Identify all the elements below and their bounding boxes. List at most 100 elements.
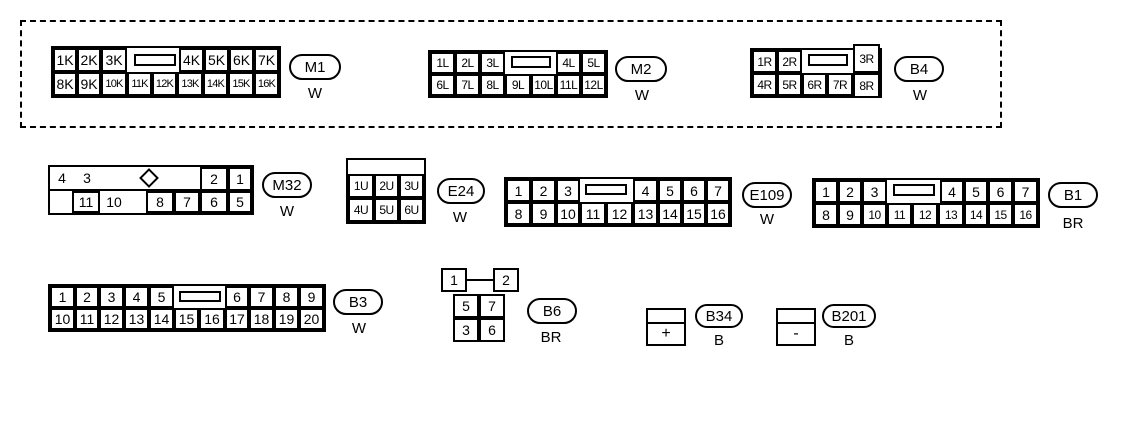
m1-pin: 2K (77, 48, 101, 72)
e24-pin: 6U (399, 198, 424, 222)
m1-pin: 11K (127, 72, 152, 96)
m1-pin: 8K (53, 72, 77, 96)
m1-wire-color: W (307, 85, 323, 102)
m32-pin: 4 (50, 167, 74, 189)
e24-housing (346, 158, 426, 224)
b3-housing (48, 284, 326, 332)
m2-pin: 1L (430, 52, 455, 74)
m1-pin: 7K (254, 48, 279, 72)
e109-pin: 2 (531, 179, 556, 202)
b34-divider (648, 322, 684, 324)
e109-pin: 6 (682, 179, 706, 202)
b6-pin: 6 (479, 318, 505, 342)
m1-pin: 3K (101, 48, 127, 72)
m2-pin: 10L (531, 74, 556, 96)
b4-pin: 5R (777, 73, 802, 96)
m1-pin: 6K (229, 48, 254, 72)
b1-pin: 13 (938, 203, 964, 226)
m2-pin: 6L (430, 74, 455, 96)
m2-pin: 7L (455, 74, 480, 96)
m32-pin: 8 (146, 191, 174, 213)
b6-pin: 5 (453, 294, 479, 318)
b3-pin: 5 (149, 286, 174, 308)
b201-housing (776, 308, 816, 346)
b3-pin: 9 (299, 286, 324, 308)
b6-pin: 2 (493, 268, 519, 292)
b201-divider (778, 322, 814, 324)
e109-pin: 7 (706, 179, 730, 202)
b6-pin: 7 (479, 294, 505, 318)
b4-pin: 8R (853, 73, 880, 98)
e109-pin: 13 (633, 202, 658, 225)
b1-pin: 14 (964, 203, 988, 226)
b201-connector-label: B201 (822, 304, 876, 328)
b3-connector-label: B3 (333, 289, 383, 315)
m32-row-divider (50, 189, 252, 191)
e24-pin: 4U (348, 198, 374, 222)
b3-pin: 14 (149, 308, 174, 330)
m1-pin: 13K (177, 72, 203, 96)
b3-pin: 17 (225, 308, 249, 330)
b4-pin: 4R (752, 73, 777, 96)
m2-pin: 4L (556, 52, 581, 74)
b1-pin: 9 (838, 203, 862, 226)
b1-pin: 4 (940, 180, 964, 203)
b3-pin: 18 (249, 308, 274, 330)
b34-wire-color: B (713, 332, 724, 349)
e109-pin: 4 (633, 179, 658, 202)
e24-pin: 5U (374, 198, 399, 222)
b3-pin: 20 (299, 308, 324, 330)
b1-lock-slot (893, 184, 935, 196)
b201-wire-color: B (843, 332, 854, 349)
e109-lock-slot (585, 184, 627, 195)
m2-pin: 8L (480, 74, 505, 96)
m1-lock-slot (134, 54, 176, 66)
m2-pin: 3L (480, 52, 505, 74)
b4-pin: 1R (752, 50, 777, 73)
m32-pin: 2 (200, 167, 228, 191)
m2-pin: 12L (581, 74, 606, 96)
m2-pin: 5L (581, 52, 606, 74)
b6-wire-color: BR (540, 329, 562, 346)
m2-lock-slot (511, 56, 551, 68)
b6-bridge-line (467, 279, 493, 281)
b1-pin: 5 (964, 180, 988, 203)
b1-pin: 7 (1013, 180, 1038, 203)
b3-pin: 11 (75, 308, 99, 330)
b3-wire-color: W (351, 320, 367, 337)
b6-pin: 3 (453, 318, 479, 342)
b3-pin: 19 (274, 308, 299, 330)
m1-pin: 4K (179, 48, 204, 72)
m1-pin: 10K (101, 72, 127, 96)
m1-connector-label: M1 (289, 54, 341, 80)
b1-pin: 8 (814, 203, 838, 226)
m1-pin: 1K (53, 48, 77, 72)
b3-pin: 12 (99, 308, 124, 330)
m1-pin: 12K (152, 72, 177, 96)
e109-pin: 9 (531, 202, 556, 225)
m32-pin: 3 (74, 167, 100, 189)
b6-connector-label: B6 (527, 298, 577, 324)
b201-pin: - (778, 324, 814, 344)
b34-housing (646, 308, 686, 346)
b4-pin: 6R (802, 73, 827, 96)
dashed-connector-group (20, 20, 1002, 128)
e109-pin: 3 (556, 179, 580, 202)
b34-pin: + (648, 324, 684, 344)
m32-housing (48, 165, 254, 215)
b1-pin: 1 (814, 180, 838, 203)
e109-wire-color: W (759, 211, 775, 228)
e109-pin: 14 (658, 202, 682, 225)
b34-connector-label: B34 (695, 304, 743, 328)
m32-wire-color: W (279, 203, 295, 220)
b1-pin: 3 (862, 180, 887, 203)
b3-pin: 2 (75, 286, 99, 308)
b4-pin: 7R (827, 73, 853, 96)
e109-pin: 11 (580, 202, 606, 225)
e24-connector-label: E24 (437, 178, 485, 204)
e109-pin: 8 (506, 202, 531, 225)
b3-pin: 8 (274, 286, 299, 308)
e24-pin: 2U (374, 174, 399, 198)
b3-pin: 1 (50, 286, 75, 308)
b1-housing (812, 178, 1040, 228)
